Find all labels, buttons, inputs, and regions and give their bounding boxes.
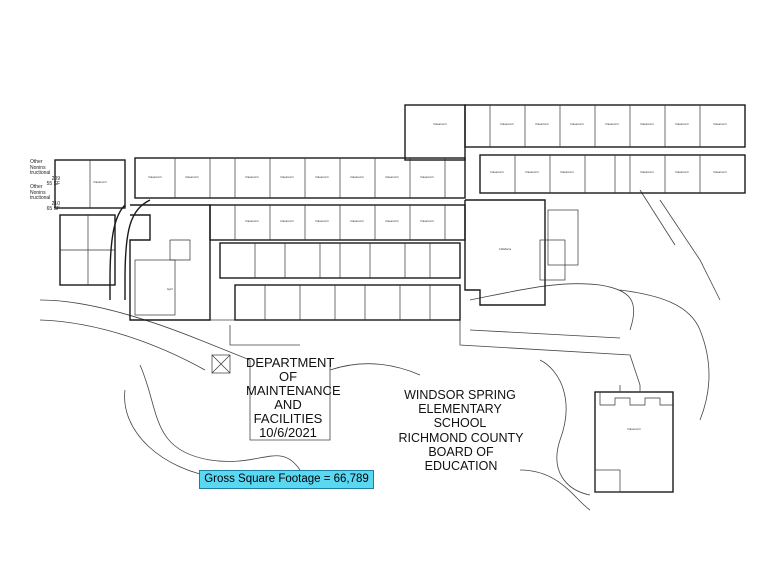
side-note-210: Other Nonins tructional 210 65 SF	[30, 184, 60, 213]
school-name: WINDSOR SPRING ELEMENTARY SCHOOL	[392, 388, 528, 430]
svg-text:Classroom: Classroom	[420, 219, 434, 223]
svg-text:Classroom: Classroom	[560, 170, 574, 174]
side-note-210-title: Other	[30, 184, 43, 190]
side-note-209-sub: Nonins tructional	[30, 164, 51, 176]
svg-text:Classroom: Classroom	[640, 170, 654, 174]
svg-text:Classroom: Classroom	[675, 122, 689, 126]
department-title: DEPARTMENT OF MAINTENANCE AND FACILITIES…	[246, 355, 341, 440]
svg-text:Classroom: Classroom	[350, 219, 364, 223]
side-note-209-title: Other	[30, 159, 43, 165]
svg-text:Classroom: Classroom	[490, 170, 504, 174]
svg-text:Classroom: Classroom	[93, 180, 107, 184]
side-note-210-sf: 65 SF	[46, 206, 60, 212]
department-line-5: FACILITIES	[253, 411, 323, 426]
department-line-1: DEPARTMENT	[246, 355, 335, 370]
svg-text:Classroom: Classroom	[280, 219, 294, 223]
department-line-2: OF	[278, 369, 298, 384]
svg-text:Classroom: Classroom	[713, 122, 727, 126]
svg-text:Classroom: Classroom	[350, 175, 364, 179]
main-building	[54, 104, 746, 493]
board-name-line-2: BOARD OF EDUCATION	[424, 445, 498, 473]
room-labels: Classroom Classroom Classroom Classroom …	[93, 122, 727, 431]
svg-text:Classroom: Classroom	[640, 122, 654, 126]
svg-text:Classroom: Classroom	[713, 170, 727, 174]
svg-text:Classroom: Classroom	[420, 175, 434, 179]
side-note-209-num: 209	[51, 175, 60, 182]
svg-text:Classroom: Classroom	[385, 219, 399, 223]
svg-text:Classroom: Classroom	[570, 122, 584, 126]
svg-text:Classroom: Classroom	[185, 175, 199, 179]
svg-text:Classroom: Classroom	[315, 175, 329, 179]
board-name: RICHMOND COUNTY BOARD OF EDUCATION	[394, 431, 528, 473]
school-name-line-1: WINDSOR SPRING	[404, 388, 516, 402]
site-lines	[39, 189, 721, 511]
svg-text:Classroom: Classroom	[500, 122, 514, 126]
side-note-209-sf: 55 SF	[46, 181, 60, 187]
board-name-line-1: RICHMOND COUNTY	[398, 431, 524, 445]
svg-text:Classroom: Classroom	[385, 175, 399, 179]
svg-text:Classroom: Classroom	[605, 122, 619, 126]
svg-text:Classroom: Classroom	[525, 170, 539, 174]
svg-text:Gym: Gym	[167, 287, 174, 291]
department-date: 10/6/2021	[259, 425, 317, 440]
department-line-4: AND	[274, 397, 302, 412]
svg-text:Classroom: Classroom	[245, 175, 259, 179]
svg-text:Classroom: Classroom	[148, 175, 162, 179]
svg-text:Classroom: Classroom	[675, 170, 689, 174]
side-note-210-sub: Nonins tructional	[30, 189, 51, 201]
svg-text:Classroom: Classroom	[627, 427, 641, 431]
department-line-3: MAINTENANCE	[246, 383, 341, 398]
svg-text:Classroom: Classroom	[433, 122, 447, 126]
svg-text:Cafeteria: Cafeteria	[499, 247, 511, 251]
svg-text:Classroom: Classroom	[535, 122, 549, 126]
side-note-210-num: 210	[51, 200, 60, 207]
school-name-line-2: ELEMENTARY SCHOOL	[418, 402, 502, 430]
svg-text:Classroom: Classroom	[315, 219, 329, 223]
side-note-209: Other Nonins tructional 209 55 SF	[30, 159, 60, 188]
svg-text:Classroom: Classroom	[280, 175, 294, 179]
gross-square-footage-label: Gross Square Footage = 66,789	[199, 470, 374, 489]
svg-text:Classroom: Classroom	[245, 219, 259, 223]
